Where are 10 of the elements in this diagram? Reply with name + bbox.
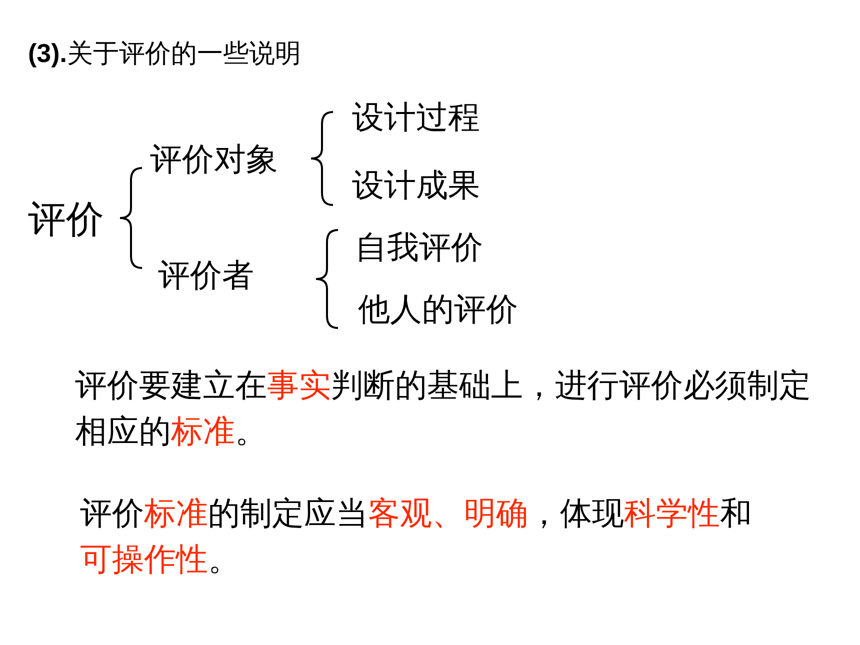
paragraph: 评价要建立在事实判断的基础上，进行评价必须制定相应的标准。	[75, 366, 812, 451]
tree-label: 设计过程	[352, 98, 480, 136]
tree-label: 评价对象	[150, 140, 278, 178]
tree-label: 自我评价	[355, 228, 483, 266]
tree-label: 评价	[28, 198, 104, 243]
paragraph: 评价标准的制定应当客观、明确，体现科学性和可操作性。	[80, 494, 753, 579]
heading: (3).关于评价的一些说明	[28, 38, 301, 70]
tree-label: 评价者	[158, 256, 254, 294]
tree-label: 他人的评价	[358, 290, 518, 328]
tree-label: 设计成果	[352, 166, 480, 204]
